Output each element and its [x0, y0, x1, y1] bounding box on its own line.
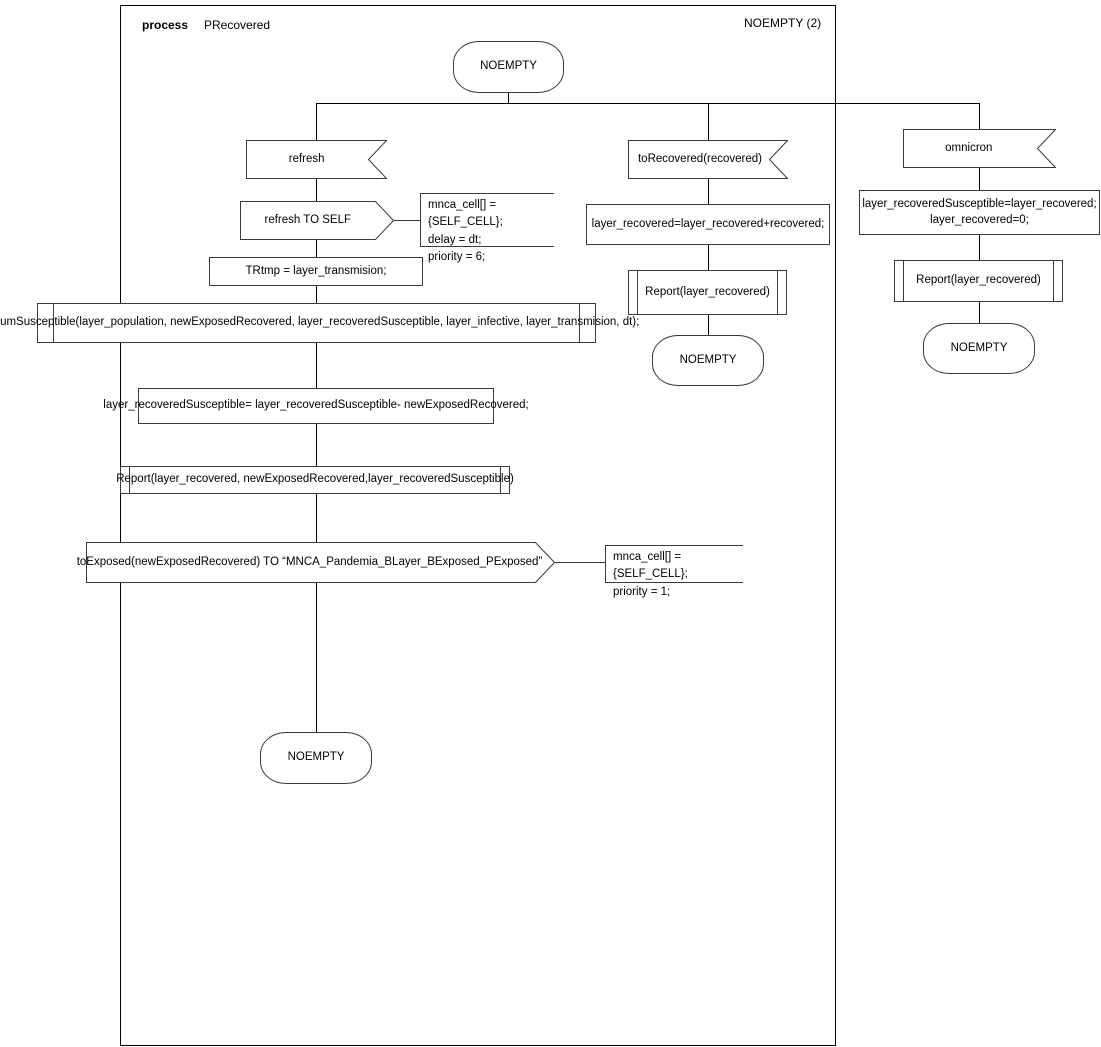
connector-omnicron-1 — [979, 103, 980, 129]
procedure-report-right[interactable]: Report(layer_recovered) — [894, 260, 1063, 302]
input-signal-shape — [903, 129, 1056, 168]
procedure-report-middle[interactable]: Report(layer_recovered) — [628, 270, 787, 315]
connector-comment-refresh — [394, 220, 420, 221]
state-label: NOEMPTY — [287, 751, 345, 764]
process-keyword: process — [142, 18, 189, 32]
connector-branch-bus — [316, 103, 980, 104]
task-reset-omnicron[interactable]: layer_recoveredSusceptible=layer_recover… — [859, 190, 1100, 235]
connector-torecovered-4 — [708, 315, 709, 335]
input-signal-shape — [628, 140, 788, 179]
task-label: layer_recovered=layer_recovered+recovere… — [591, 217, 825, 230]
task-label: TRtmp = layer_transmision; — [245, 264, 387, 277]
procedure-numsusceptible[interactable]: numSusceptible(layer_population, newExpo… — [0, 303, 639, 343]
process-name: PRecovered — [204, 18, 271, 32]
task-label: layer_recoveredSusceptible= layer_recove… — [103, 399, 529, 412]
state-label: NOEMPTY — [950, 341, 1008, 354]
input-signal-label: toRecovered(recovered) — [637, 152, 762, 165]
procedure-report-left[interactable]: Report(layer_recovered, newExposedRecove… — [116, 466, 514, 494]
connector-torecovered-1 — [708, 103, 709, 140]
connector-comment-toexposed — [555, 562, 605, 563]
page-state-label: NOEMPTY (2) — [744, 16, 822, 30]
procedure-bar-left — [129, 467, 130, 493]
connector-omnicron-2 — [979, 168, 980, 190]
connector-refresh-7 — [316, 494, 317, 542]
state-noempty-refresh-end[interactable]: NOEMPTY — [260, 732, 372, 784]
output-signal-refresh-to-self[interactable]: refresh TO SELF — [240, 201, 394, 240]
state-noempty-start[interactable]: NOEMPTY — [453, 41, 564, 93]
task-trtmp-assign[interactable]: TRtmp = layer_transmision; — [209, 257, 423, 286]
connector-omnicron-4 — [979, 302, 980, 323]
input-signal-shape — [246, 140, 387, 179]
state-label: NOEMPTY — [679, 353, 737, 366]
input-signal-refresh[interactable]: refresh — [246, 140, 387, 179]
procedure-bar-left — [637, 271, 638, 314]
process-frame — [120, 5, 836, 1046]
procedure-bar-right — [500, 467, 501, 493]
procedure-bar-right — [1053, 261, 1054, 301]
state-noempty-omnicron-end[interactable]: NOEMPTY — [923, 323, 1035, 374]
task-label: layer_recoveredSusceptible=layer_recover… — [862, 197, 1097, 226]
connector-refresh-3 — [316, 240, 317, 257]
procedure-bar-right — [777, 271, 778, 314]
procedure-label: Report(layer_recovered, newExposedRecove… — [116, 473, 514, 486]
procedure-label: Report(layer_recovered) — [645, 285, 770, 298]
procedure-label: Report(layer_recovered) — [916, 274, 1041, 287]
connector-refresh-4 — [316, 286, 317, 303]
procedure-label: numSusceptible(layer_population, newExpo… — [0, 316, 640, 329]
connector-refresh-6 — [316, 424, 317, 466]
connector-refresh-2 — [316, 179, 317, 201]
comment-toexposed-params: mnca_cell[] = {SELF_CELL}; priority = 1; — [605, 545, 743, 598]
procedure-bar-right — [579, 304, 580, 342]
connector-torecovered-3 — [708, 245, 709, 270]
procedure-bar-left — [903, 261, 904, 301]
connector-torecovered-2 — [708, 179, 709, 204]
state-label: NOEMPTY — [480, 60, 537, 73]
output-signal-toexposed[interactable]: toExposed(newExposedRecovered) TO “MNCA_… — [76, 542, 555, 583]
input-signal-torecovered[interactable]: toRecovered(recovered) — [628, 140, 788, 179]
state-noempty-torecovered-end[interactable]: NOEMPTY — [652, 335, 764, 386]
connector-refresh-1 — [316, 103, 317, 140]
connector-start-stem — [508, 93, 509, 103]
output-signal-shape — [240, 201, 394, 240]
input-signal-label: refresh — [288, 152, 325, 165]
task-update-recovered-susceptible[interactable]: layer_recoveredSusceptible= layer_recove… — [103, 388, 529, 424]
output-signal-label: toExposed(newExposedRecovered) TO “MNCA_… — [76, 555, 543, 568]
connector-omnicron-3 — [979, 235, 980, 260]
output-signal-label: refresh TO SELF — [264, 213, 352, 226]
connector-refresh-5 — [316, 343, 317, 388]
comment-refresh-params: mnca_cell[] = {SELF_CELL}; delay = dt; p… — [420, 193, 554, 263]
task-accumulate-recovered[interactable]: layer_recovered=layer_recovered+recovere… — [586, 204, 830, 245]
input-signal-omnicron[interactable]: omnicron — [903, 129, 1056, 168]
input-signal-label: omnicron — [945, 141, 993, 154]
output-signal-shape — [86, 542, 555, 583]
connector-refresh-8 — [316, 583, 317, 732]
procedure-bar-left — [53, 304, 54, 342]
